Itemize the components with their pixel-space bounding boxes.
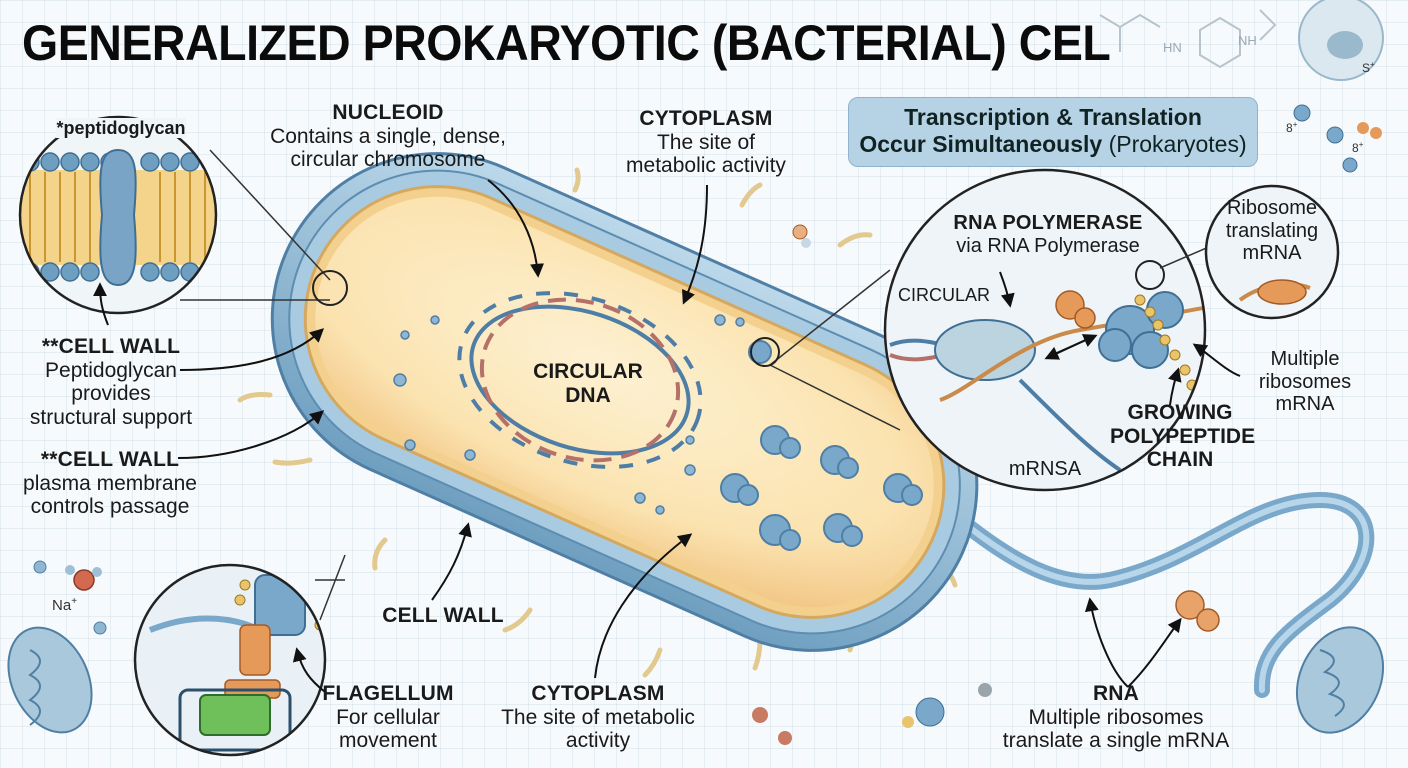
ion-b-label: 8+ bbox=[1352, 140, 1363, 155]
cell-wall-bottom-label: CELL WALL bbox=[378, 604, 508, 628]
growing-polypeptide-label: GROWING POLYPEPTIDE CHAIN bbox=[1110, 401, 1256, 472]
ion-b-sup: + bbox=[1358, 140, 1364, 149]
cytoplasm-top-label: CYTOPLASM The site of metabolic activity bbox=[616, 107, 796, 178]
page-title: GENERALIZED PROKARYOTIC (BACTERIAL) CEL bbox=[22, 15, 1111, 71]
nucleoid-line1: Contains a single, dense, bbox=[270, 124, 506, 148]
rna-polymerase-sub: via RNA Polymerase bbox=[956, 234, 1140, 257]
peptidoglycan-label: *peptidoglycan bbox=[56, 118, 186, 139]
ion-b-text: 8 bbox=[1352, 141, 1359, 155]
mitochondrion-left bbox=[7, 626, 93, 734]
ribosome-line1: Ribosome bbox=[1226, 197, 1318, 219]
cell-wall-1-heading: **CELL WALL bbox=[41, 335, 181, 358]
rna-line2: translate a single mRNA bbox=[1002, 729, 1230, 753]
s-ion-label: S+ bbox=[1362, 60, 1375, 75]
cell-wall-2-line1: plasma membrane bbox=[23, 471, 197, 495]
circular-dna bbox=[457, 291, 703, 469]
multiple-line3: mRNA bbox=[1275, 393, 1335, 416]
cytoplasm-bottom-heading: CYTOPLASM bbox=[531, 682, 665, 705]
banner-line2-bold: Occur Simultaneously bbox=[859, 131, 1103, 158]
cell-wall-2-line2: controls passage bbox=[30, 495, 190, 519]
growing-line2: POLYPEPTIDE bbox=[1110, 424, 1256, 448]
transcription-banner: Transcription & Translation Occur Simult… bbox=[848, 97, 1258, 167]
ribosome-line2: translating bbox=[1225, 219, 1319, 242]
cytoplasm-bottom-label: CYTOPLASM The site of metabolic activity bbox=[492, 682, 704, 753]
cytoplasm-bottom-line2: activity bbox=[565, 729, 631, 753]
s-text: S bbox=[1362, 61, 1371, 75]
transcription-inset bbox=[885, 170, 1205, 490]
na-text: Na bbox=[52, 597, 72, 614]
chemical-structure bbox=[1099, 9, 1277, 69]
circular-dna-line1: CIRCULAR bbox=[533, 360, 643, 383]
rna-polymerase-heading: RNA POLYMERASE bbox=[953, 212, 1143, 234]
growing-line3: CHAIN bbox=[1146, 448, 1214, 472]
arrows bbox=[93, 179, 1241, 693]
s-sup: + bbox=[1370, 60, 1375, 69]
na-ion-label: Na+ bbox=[52, 596, 77, 614]
circular-dna-label: CIRCULAR DNA bbox=[528, 360, 648, 407]
hn-label: HN bbox=[1163, 40, 1182, 55]
nucleoid-label: NUCLEOID Contains a single, dense, circu… bbox=[262, 101, 514, 172]
nh-label: NH bbox=[1238, 33, 1257, 48]
rna-heading: RNA bbox=[1092, 682, 1140, 705]
growing-line1: GROWING bbox=[1127, 401, 1233, 424]
cytoplasm-granules bbox=[393, 314, 745, 515]
mrnsa-label: mRNSA bbox=[1008, 458, 1082, 480]
mitochondrion-right bbox=[1295, 626, 1385, 734]
cell-wall-1-line1: Peptidoglycan bbox=[45, 358, 177, 382]
cytoplasm-top-line2: metabolic activity bbox=[626, 154, 786, 178]
cytoplasm-top-line1: The site of bbox=[656, 130, 756, 154]
ion-a-sup: + bbox=[1292, 120, 1298, 129]
cell-wall-bottom-heading: CELL WALL bbox=[382, 604, 504, 627]
ion-a-label: 8+ bbox=[1286, 120, 1297, 135]
flagellum-line2: movement bbox=[338, 729, 438, 753]
nucleoid-heading: NUCLEOID bbox=[332, 101, 444, 124]
cytoplasm-bottom-line1: The site of metabolic bbox=[501, 705, 695, 729]
decor-molecules bbox=[33, 0, 1384, 745]
multiple-line2: ribosomes bbox=[1258, 370, 1352, 393]
banner-line1: Transcription & Translation bbox=[904, 104, 1202, 130]
ribosome-line3: mRNA bbox=[1242, 242, 1302, 265]
cell-wall-2-heading: **CELL WALL bbox=[40, 448, 180, 471]
circular-dna-line2: DNA bbox=[565, 383, 611, 407]
cytoplasm-top-heading: CYTOPLASM bbox=[639, 107, 773, 130]
cell-wall-1-line3: structural support bbox=[29, 406, 193, 430]
cell-wall-2-label: **CELL WALL plasma membrane controls pas… bbox=[12, 448, 208, 519]
ribosome-inset bbox=[1204, 184, 1340, 320]
rna-polymerase-label: RNA POLYMERASE via RNA Polymerase bbox=[948, 212, 1148, 257]
multiple-line1: Multiple bbox=[1270, 348, 1340, 370]
banner-line2-rest: (Prokaryotes) bbox=[1108, 131, 1247, 158]
ion-a-text: 8 bbox=[1286, 121, 1293, 135]
multiple-ribosomes-label: Multiple ribosomes mRNA bbox=[1250, 348, 1360, 416]
rna-label: RNA Multiple ribosomes translate a singl… bbox=[996, 682, 1236, 753]
ribosome-inset-label: Ribosome translating mRNA bbox=[1222, 197, 1322, 265]
rna-line1: Multiple ribosomes bbox=[1028, 705, 1204, 729]
nucleoid-line2: circular chromosome bbox=[290, 148, 486, 172]
cell-wall-1-line2: provides bbox=[71, 382, 151, 406]
flagellum-heading: FLAGELLUM bbox=[322, 682, 454, 705]
flagellum-line1: For cellular bbox=[336, 705, 440, 729]
na-sup: + bbox=[71, 596, 78, 607]
cell-wall-1-label: **CELL WALL Peptidoglycan provides struc… bbox=[16, 335, 206, 430]
circular-label: CIRCULAR bbox=[898, 285, 991, 305]
flagellum-label: FLAGELLUM For cellular movement bbox=[318, 682, 458, 753]
cytoplasm-ribosomes bbox=[720, 340, 923, 551]
